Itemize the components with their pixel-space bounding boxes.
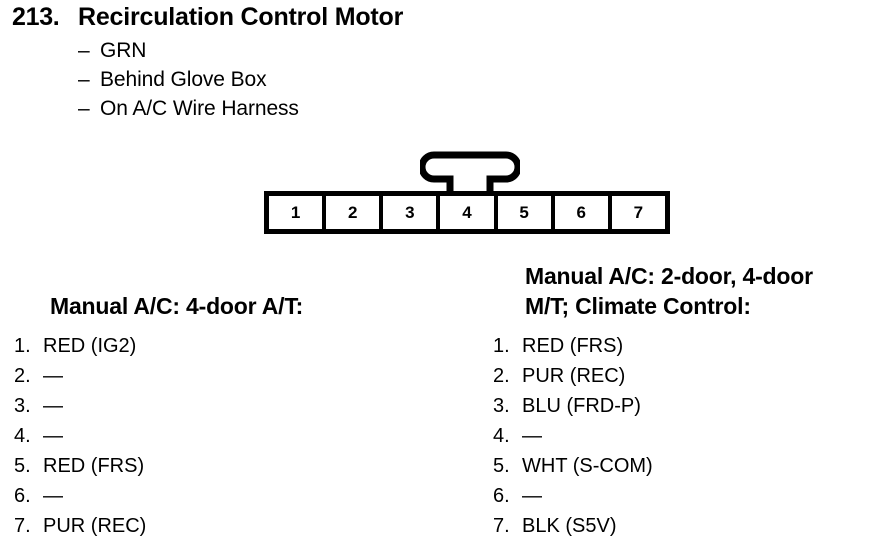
page-title: Recirculation Control Motor	[78, 3, 404, 31]
pinout-row-value: —	[522, 425, 542, 447]
connector-pin-6: 6	[554, 196, 608, 229]
pinout-row-index: 5.	[493, 455, 510, 477]
list-item-label: GRN	[100, 39, 147, 62]
dash-bullet-icon: –	[78, 97, 90, 120]
list-item: –GRN	[78, 36, 508, 65]
pinout-row-value: PUR (REC)	[522, 365, 626, 387]
pinout-row-index: 3.	[14, 395, 31, 417]
list-item: –Behind Glove Box	[78, 65, 508, 94]
pinout-row-value: RED (FRS)	[522, 335, 624, 357]
connector-pin-1: 1	[269, 196, 323, 229]
pinout-row: 7. BLK (S5V)	[493, 511, 893, 541]
pinout-row: 6. —	[14, 481, 414, 511]
pinout-row: 2. PUR (REC)	[493, 361, 893, 391]
pinout-list-left: 1. RED (IG2) 2. — 3. — 4. — 5. RED (FRS)…	[14, 331, 414, 541]
pinout-row-value: RED (IG2)	[43, 335, 137, 357]
pinout-row-index: 4.	[14, 425, 31, 447]
pinout-row-value: —	[43, 395, 63, 417]
connector-pin-2: 2	[326, 196, 380, 229]
pinout-row-index: 1.	[14, 335, 31, 357]
pinout-row-value: —	[43, 365, 63, 387]
list-item-label: Behind Glove Box	[100, 68, 267, 91]
pinout-row: 6. —	[493, 481, 893, 511]
pinout-row: 1. RED (IG2)	[14, 331, 414, 361]
pinout-row: 5. WHT (S-COM)	[493, 451, 893, 481]
pinout-row-index: 5.	[14, 455, 31, 477]
connector-pin-5: 5	[497, 196, 551, 229]
pinout-heading-right-line-2: M/T; Climate Control:	[525, 293, 751, 319]
pinout-row: 4. —	[14, 421, 414, 451]
pinout-row-value: —	[522, 485, 542, 507]
dash-bullet-icon: –	[78, 68, 90, 91]
connector-pin-4: 4	[440, 196, 494, 229]
pinout-row: 7. PUR (REC)	[14, 511, 414, 541]
pinout-heading-right-line-1: Manual A/C: 2-door, 4-door	[525, 263, 813, 289]
pinout-row-index: 6.	[493, 485, 510, 507]
pinout-row-index: 7.	[14, 515, 31, 537]
pinout-row: 5. RED (FRS)	[14, 451, 414, 481]
pinout-row-index: 1.	[493, 335, 510, 357]
list-item: –On A/C Wire Harness	[78, 94, 508, 123]
pinout-row: 4. —	[493, 421, 893, 451]
pinout-row-index: 3.	[493, 395, 510, 417]
pinout-heading-left: Manual A/C: 4-door A/T:	[50, 291, 303, 321]
connector-body: 1 2 3 4 5 6 7	[264, 191, 670, 234]
pinout-row-value: —	[43, 485, 63, 507]
connector-pin-7: 7	[611, 196, 665, 229]
pinout-row-value: RED (FRS)	[43, 455, 145, 477]
header-bullet-list: –GRN –Behind Glove Box –On A/C Wire Harn…	[78, 36, 508, 123]
pinout-row-value: BLK (S5V)	[522, 515, 617, 537]
list-item-label: On A/C Wire Harness	[100, 97, 299, 120]
pinout-row-index: 6.	[14, 485, 31, 507]
pinout-row-value: —	[43, 425, 63, 447]
entry-number: 213.	[12, 3, 60, 31]
pinout-row-value: WHT (S-COM)	[522, 455, 653, 477]
dash-bullet-icon: –	[78, 39, 90, 62]
pinout-row: 3. BLU (FRD-P)	[493, 391, 893, 421]
pinout-list-right: 1. RED (FRS) 2. PUR (REC) 3. BLU (FRD-P)…	[493, 331, 893, 541]
connector-latch-tab-icon	[420, 151, 520, 193]
pinout-row-index: 2.	[493, 365, 510, 387]
pinout-row-value: PUR (REC)	[43, 515, 147, 537]
pinout-row-index: 2.	[14, 365, 31, 387]
connector-pin-3: 3	[383, 196, 437, 229]
pinout-heading-right: Manual A/C: 2-door, 4-door M/T; Climate …	[525, 261, 813, 321]
pinout-row-index: 4.	[493, 425, 510, 447]
pinout-row: 1. RED (FRS)	[493, 331, 893, 361]
pinout-heading-left-line-1: Manual A/C: 4-door A/T:	[50, 293, 304, 319]
pinout-row-value: BLU (FRD-P)	[522, 395, 641, 417]
pinout-row: 2. —	[14, 361, 414, 391]
pinout-row-index: 7.	[493, 515, 510, 537]
pinout-row: 3. —	[14, 391, 414, 421]
